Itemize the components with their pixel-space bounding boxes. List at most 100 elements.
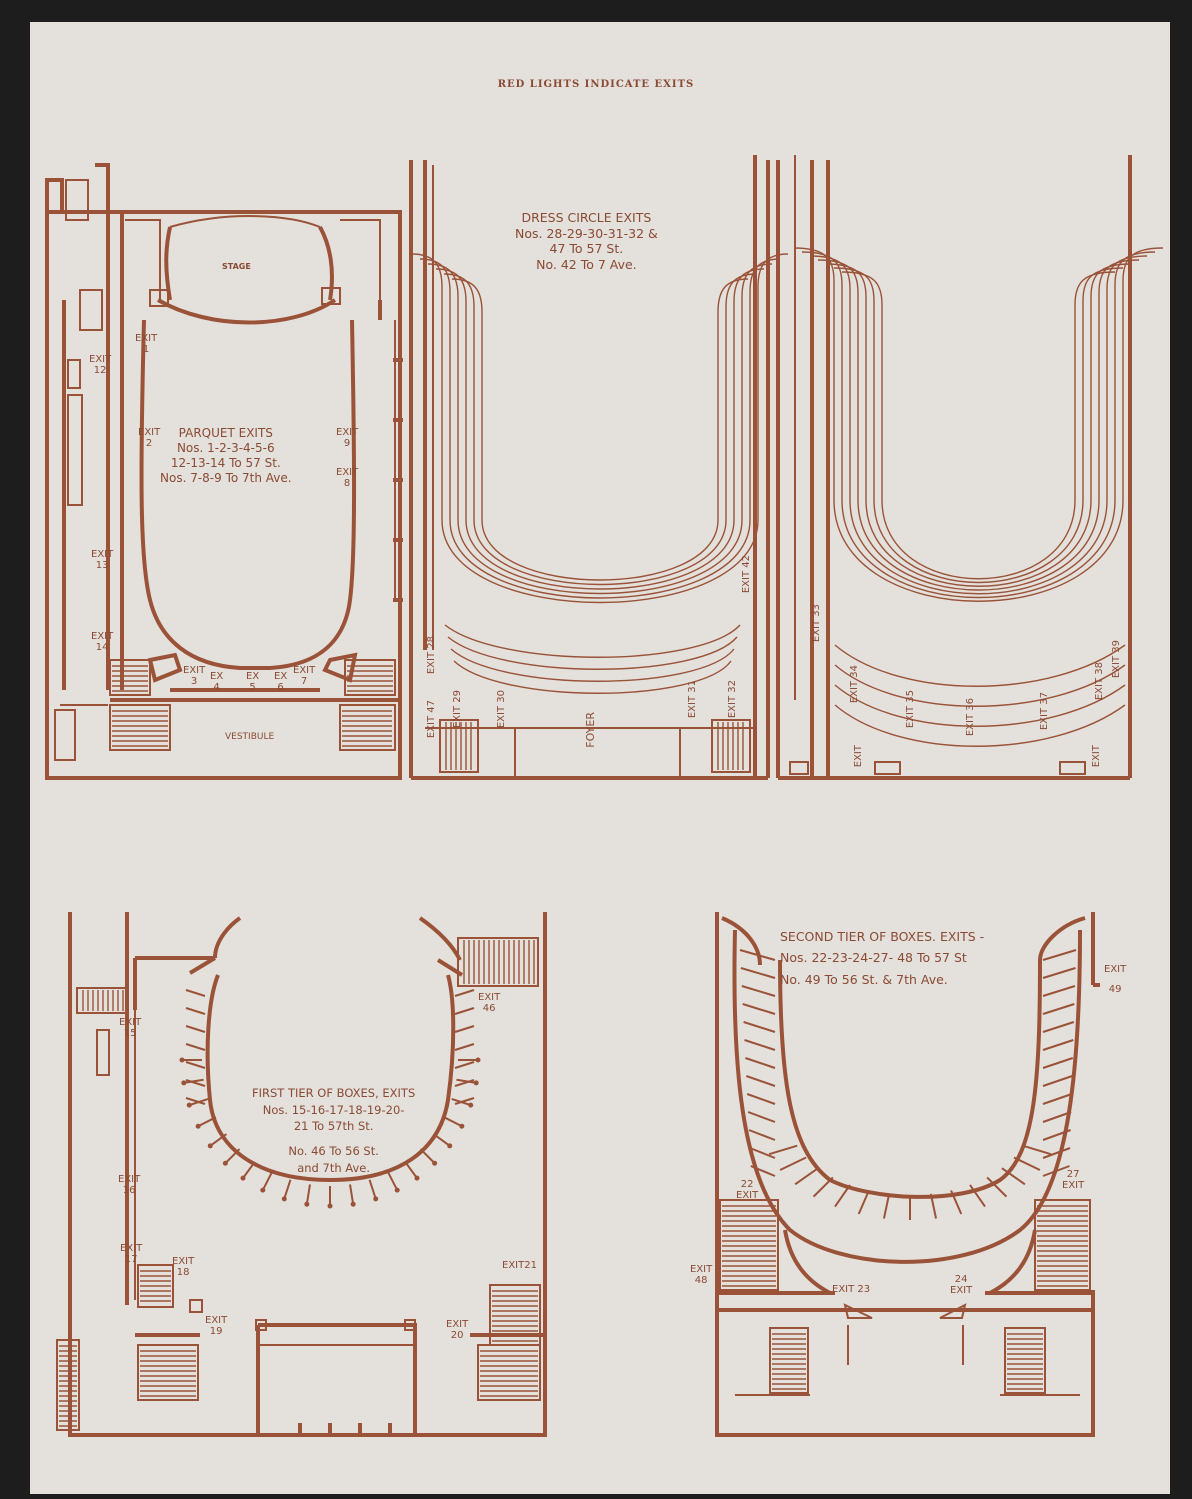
exit-word: EXIT [183,665,206,676]
dress-circle-rear-row [444,624,741,658]
exit-31-label: EXIT 31 [687,680,699,718]
exit-word: EXIT [205,1315,228,1326]
exit-word: EXIT [118,1174,141,1185]
box-partition [454,1097,475,1105]
box-partition [454,1061,475,1069]
exit-number: 12 [93,364,107,376]
balcony-rear-row [834,664,1126,707]
exit-28-label: EXIT 28 [426,636,438,674]
parquet-heading-line-3: 12-13-14 To 57 St. [170,456,281,470]
box-door [195,1123,201,1129]
dress-circle-row [411,253,789,604]
exit-word: EXIT [452,705,463,729]
exit-word: EXIT [1111,655,1122,679]
second-tier-heading-line-3: No. 49 To 56 St. & 7th Ave. [780,971,948,987]
box-partition [454,1007,475,1015]
exit-number: 19 [209,1325,223,1337]
box-partition [745,1075,776,1087]
box-partition [746,1093,776,1105]
dress-circle-heading-line-2: Nos. 28-29-30-31-32 & [515,225,658,241]
box-partition [185,1007,206,1015]
box-door [414,1175,420,1181]
box-partition [305,1184,311,1205]
exit-number: 27 [1066,1169,1080,1180]
box-partition [969,1184,986,1208]
box-partition [794,1167,819,1186]
exit-21-label: EXIT21 [502,1260,537,1272]
box-partition [1001,1167,1026,1186]
box-partition [768,1144,798,1156]
box-door [373,1196,379,1202]
balcony-row [801,251,1156,599]
parquet-heading-line-4: Nos. 7-8-9 To 7th Ave. [160,471,292,485]
box-partition [749,1147,776,1159]
exit-word: EXIT [965,713,976,737]
stage-label: STAGE [222,262,251,271]
exit-number: 13 [95,559,109,571]
exit-word: EXIT [496,705,507,729]
balcony-row [833,267,1124,584]
exit-word: EX [246,671,260,682]
exit-word: EX [210,671,224,682]
parquet-heading-line-1: PARQUET EXITS [178,426,273,440]
exit-number: 17 [124,1253,138,1265]
dress-circle-row [419,258,781,599]
box-partition [812,1176,834,1198]
exit-word: EXIT [741,570,752,594]
box-door [432,1160,438,1166]
exit-word: EXIT [91,549,114,560]
box-partition [454,1079,475,1087]
balcony-row [841,271,1116,580]
box-door [327,1203,333,1209]
exit-number: 49 [1108,983,1122,995]
exit-number: 48 [694,1274,708,1286]
second-tier-heading-line-1: SECOND TIER OF BOXES. EXITS - [780,929,985,944]
box-partition [1042,1003,1075,1015]
exit-word: EXIT [502,1260,525,1271]
box-partition [779,1156,807,1171]
exit-word: EXIT [138,427,161,438]
exit-number: 5 [249,681,256,693]
exit-number: 4 [213,681,220,693]
exit-39-label: EXIT 39 [1111,640,1123,679]
box-partition [744,1039,776,1051]
balcony-row [793,247,1164,602]
exit-word: EXIT [172,1256,195,1267]
exit-number: 39 [1111,640,1122,653]
foyer-label: FOYER [584,712,597,748]
exit-word: EXIT [1091,745,1102,768]
exit-word: EXIT [91,631,114,642]
exit-word: EXIT [135,333,158,344]
dress-circle-exits-heading: DRESS CIRCLE EXITS Nos. 28-29-30-31-32 &… [515,210,658,273]
exit-number: 31 [687,680,698,693]
first-tier-exits-heading: FIRST TIER OF BOXES, EXITS Nos. 15-16-17… [252,1085,415,1176]
exit-word: EXIT [478,992,501,1003]
exit-number: 14 [95,641,109,653]
exit-number: 42 [741,555,752,568]
box-partition [929,1193,938,1219]
exit-word: EXIT [690,1264,713,1275]
exit-number: 21 [524,1260,537,1271]
box-door [207,1143,213,1149]
box-door [459,1123,465,1129]
exit-number: 8 [343,477,351,489]
exit-36-label: EXIT 36 [965,698,977,737]
second-tier-heading-line-2: Nos. 22-23-24-27- 48 To 57 St [780,950,967,966]
box-partition [741,985,776,997]
box-partition [185,1061,206,1069]
exit-47-label: EXIT 47 [426,700,438,738]
balcony-seating-rows [793,247,1164,747]
box-partition [242,1161,256,1179]
box-partition [1042,1021,1075,1033]
box-partition [1022,1144,1052,1156]
